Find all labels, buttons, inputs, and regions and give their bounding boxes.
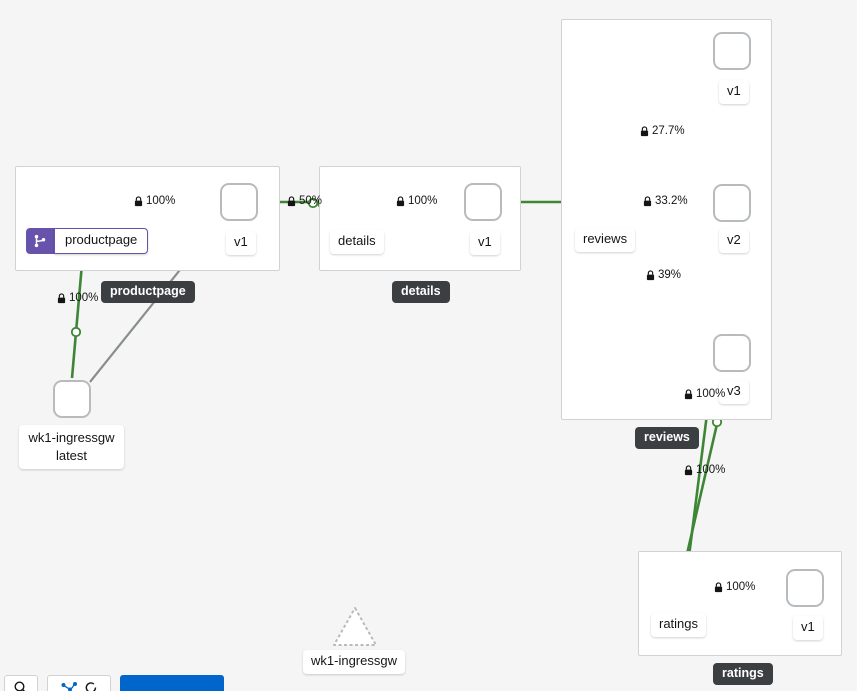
group-badge-ratings: ratings (713, 663, 773, 685)
mtls-lock-icon (646, 270, 655, 281)
node-service-ingressgw-shape[interactable] (333, 607, 377, 646)
edge-label-text: 100% (696, 388, 726, 400)
ingressgw-name-line: wk1-ingressgw (28, 430, 115, 445)
node-label-productpage-service: productpage (54, 228, 149, 254)
node-label-reviews-v2: v2 (719, 229, 749, 253)
node-label-reviews-service: reviews (575, 228, 636, 252)
node-workload-ratings-v1[interactable] (786, 569, 824, 607)
edge-label-text: 100% (408, 195, 438, 207)
edge-label-text: 50% (299, 195, 323, 207)
mtls-lock-icon (640, 126, 649, 137)
mtls-lock-icon (684, 465, 693, 476)
refresh-icon (85, 682, 97, 691)
node-label-reviews-v3: v3 (719, 380, 749, 404)
group-badge-productpage: productpage (101, 281, 195, 303)
edge-label-ratings-service-to-v1: 100% (714, 581, 756, 594)
virtualservice-badge-productpage[interactable] (26, 228, 54, 254)
node-label-ingressgw-workload: wk1-ingressgw latest (19, 425, 124, 470)
edge-label-reviews-v3-to-ratings: 100% (684, 388, 726, 401)
primary-action-button[interactable] (120, 675, 224, 691)
node-label-ingressgw-service: wk1-ingressgw (303, 650, 405, 674)
mtls-lock-icon (643, 196, 652, 207)
node-workload-reviews-v1[interactable] (713, 32, 751, 70)
edge-label-reviews-v2-to-ratings: 100% (684, 464, 726, 477)
mtls-lock-icon (134, 196, 143, 207)
mtls-lock-icon (396, 196, 405, 207)
node-label-productpage-v1: v1 (226, 231, 256, 255)
edge-label-productpage-service-to-v1: 100% (134, 195, 176, 208)
ingressgw-version-line: latest (55, 447, 88, 463)
layout-controls-chip[interactable] (47, 675, 111, 691)
zoom-controls-chip[interactable] (4, 675, 38, 691)
edge-label-text: 100% (146, 195, 176, 207)
mtls-lock-icon (287, 196, 296, 207)
edge-label-reviews-to-v1: 27.7% (640, 125, 685, 138)
node-workload-reviews-v3[interactable] (713, 334, 751, 372)
code-branch-icon (34, 234, 46, 248)
node-workload-details-v1[interactable] (464, 183, 502, 221)
edge-label-text: 100% (69, 292, 99, 304)
group-badge-reviews: reviews (635, 427, 699, 449)
node-label-details-service: details (330, 230, 384, 254)
node-label-ratings-service: ratings (651, 613, 707, 637)
edge-label-reviews-to-v2: 33.2% (643, 195, 688, 208)
edge-label-text: 27.7% (652, 125, 685, 137)
edge-label-text: 33.2% (655, 195, 688, 207)
edge-label-text: 100% (726, 581, 756, 593)
node-label-details-v1: v1 (470, 231, 500, 255)
mtls-lock-icon (714, 582, 723, 593)
edge-label-text: 39% (658, 269, 682, 281)
edge-label-text: 100% (696, 464, 726, 476)
mtls-lock-icon (57, 293, 66, 304)
edge-label-details-service-to-v1: 100% (396, 195, 438, 208)
node-workload-ingressgw[interactable] (53, 380, 91, 418)
edge-label-ingressgw-to-productpage: 100% (57, 292, 99, 305)
topology-layout-icon (61, 682, 77, 691)
edge-label-productpage-v1-to-details: 50% (287, 195, 323, 208)
node-workload-reviews-v2[interactable] (713, 184, 751, 222)
node-label-reviews-v1: v1 (719, 80, 749, 104)
zoom-icon (14, 681, 26, 691)
node-workload-productpage-v1[interactable] (220, 183, 258, 221)
node-label-ratings-v1: v1 (793, 616, 823, 640)
mtls-lock-icon (684, 389, 693, 400)
edge-label-reviews-to-v3: 39% (646, 269, 682, 282)
graph-toolbar[interactable] (0, 675, 224, 691)
group-badge-details: details (392, 281, 450, 303)
